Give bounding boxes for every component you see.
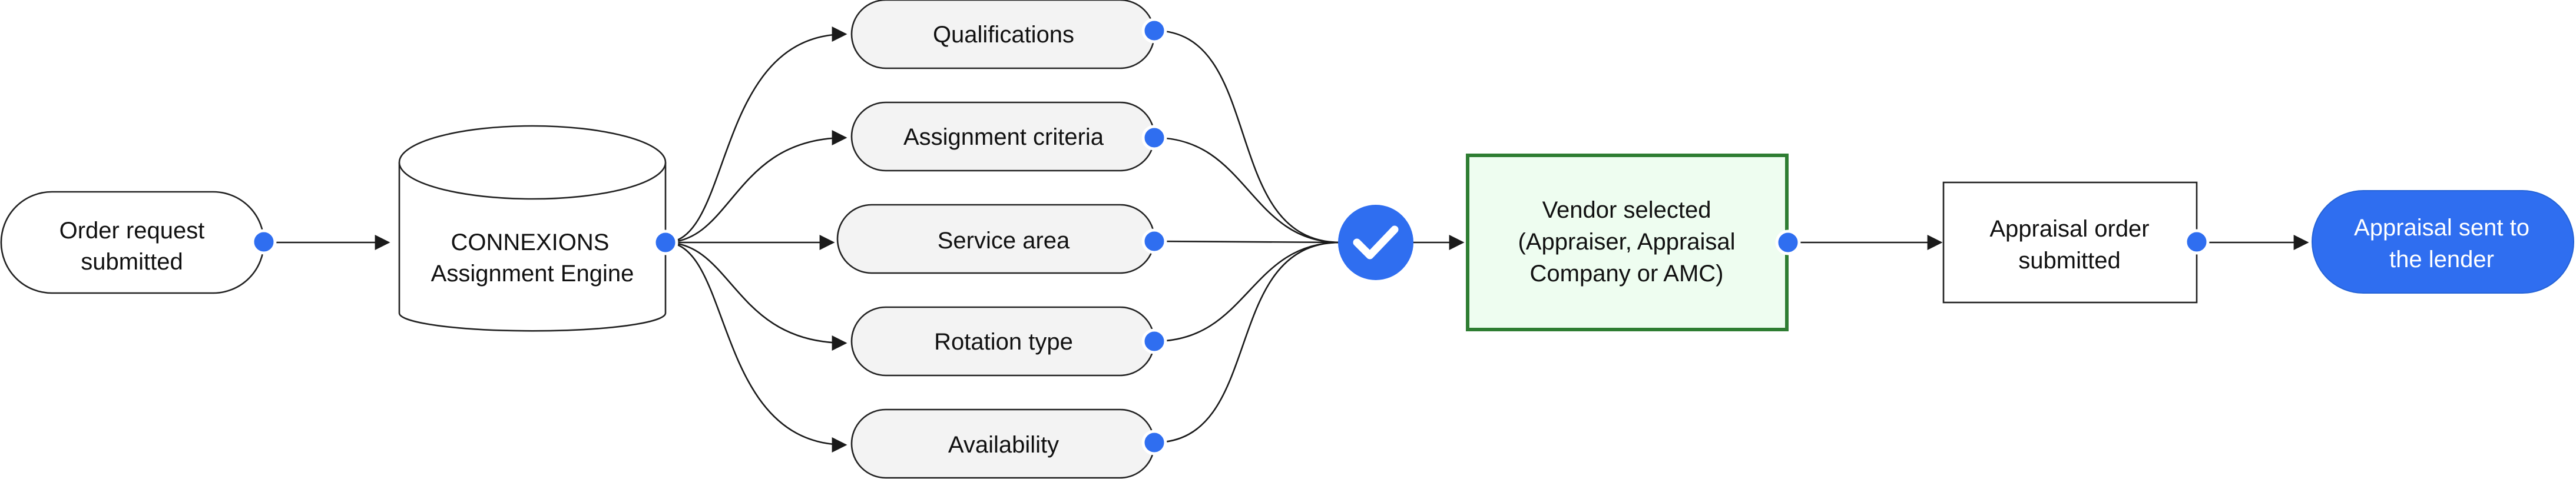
line-service-area-to-check [1154,240,1341,244]
arrow-engine-to-availability [665,241,847,453]
criteria-pill-qualifications: Qualifications [850,0,1155,69]
engine-node-label-line-2: Assignment Engine [431,261,634,287]
criteria-pill-availability: Availability [850,408,1155,479]
final-node-label-line-2: the lender [2389,247,2494,272]
engine-node-label-line-1: CONNEXIONS [451,229,610,255]
line-assignment-criteria-to-check [1154,137,1341,244]
port-dot [251,229,277,255]
vendor-node-label-line-1: Vendor selected [1542,197,1711,223]
criteria-pill-label: Qualifications [933,22,1074,48]
port-dot [1775,229,1801,255]
order-node: Appraisal order submitted [1942,181,2198,304]
vendor-node: Vendor selected (Appraiser, Appraisal Co… [1466,154,1789,331]
criteria-pill-label: Service area [938,228,1070,254]
order-node-label-line-1: Appraisal order [1989,216,2149,242]
arrow-engine-to-rotation-type [665,241,847,351]
connectors [272,26,2309,453]
criteria-pill-service-area: Service area [836,204,1155,274]
criteria-pill-label: Availability [948,432,1059,458]
line-rotation-type-to-check [1154,241,1341,342]
arrow-engine-to-assignment-criteria [665,130,847,244]
criteria-pill-rotation-type: Rotation type [850,306,1155,377]
line-availability-to-check [1154,241,1341,444]
order-node-label-line-2: submitted [2018,248,2120,274]
port-dot [1141,430,1167,455]
port-dot [1141,18,1167,44]
engine-node: CONNEXIONS Assignment Engine [398,125,667,332]
final-node: Appraisal sent to the lender [2312,190,2574,294]
vendor-node-label-line-2: (Appraiser, Appraisal [1518,229,1735,255]
port-dot [1141,328,1167,354]
criteria-pill-assignment-criteria: Assignment criteria [850,101,1155,172]
line-qualifications-to-check [1154,29,1341,244]
final-node-label-line-1: Appraisal sent to [2354,215,2529,241]
port-dot [653,229,678,255]
port-dot [2184,229,2210,255]
check-circle-icon [1338,205,1413,280]
start-node-label-line-2: submitted [81,249,183,275]
port-dot [1141,228,1167,254]
start-node: Order request submitted [0,191,265,294]
criteria-pill-label: Assignment criteria [903,124,1104,150]
start-node-label-line-1: Order request [59,218,205,244]
port-dot [1141,125,1167,151]
arrow-engine-to-qualifications [665,26,847,244]
vendor-node-label-line-3: Company or AMC) [1530,261,1724,287]
port-dots [251,18,2210,455]
criteria-pill-label: Rotation type [934,329,1073,355]
